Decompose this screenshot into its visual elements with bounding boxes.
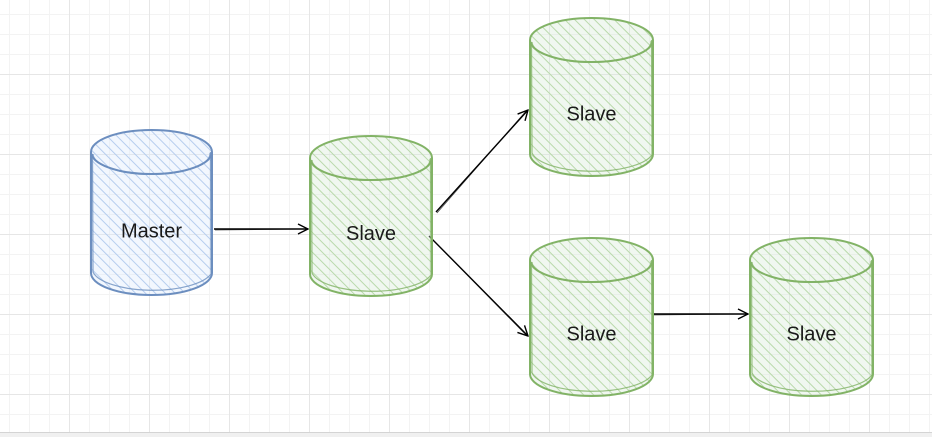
node-slave3-lid-sketch — [531, 260, 652, 284]
node-slave2-label: Slave — [566, 104, 616, 126]
node-slave3-outline-sketch — [530, 259, 653, 392]
node-slave4-outline — [749, 237, 874, 397]
node-slave2[interactable]: Slave — [529, 17, 654, 177]
node-master[interactable]: Master — [90, 129, 213, 296]
node-slave4-label: Slave — [786, 324, 836, 346]
node-slave1-outline-sketch — [310, 157, 432, 292]
node-slave2-outline-sketch — [530, 39, 653, 172]
node-slave3-label: Slave — [566, 324, 616, 346]
node-slave1[interactable]: Slave — [309, 135, 433, 297]
node-slave3[interactable]: Slave — [529, 237, 654, 397]
node-slave1-label: Slave — [346, 223, 396, 245]
node-master-hatch — [91, 130, 212, 295]
node-master-outline — [90, 129, 213, 296]
node-master-lid-sketch — [92, 152, 211, 176]
node-slave1-lid-sketch — [311, 158, 431, 182]
node-slave1-outline — [309, 135, 433, 297]
node-slave4-outline-sketch — [750, 259, 873, 392]
edge-slave1-to-slave2-sketch — [436, 109, 528, 214]
node-slave2-lid-sketch — [531, 40, 652, 64]
node-master-label: Master — [121, 220, 182, 242]
node-slave4-lid-sketch — [751, 260, 872, 284]
node-slave4[interactable]: Slave — [749, 237, 874, 397]
edge-slave1-to-slave3-sketch — [429, 236, 528, 337]
canvas-bottom-border — [0, 432, 932, 437]
node-slave3-outline — [529, 237, 654, 397]
node-slave3-hatch — [530, 238, 653, 396]
edge-master-to-slave1-sketch — [214, 228, 308, 231]
node-slave1-hatch — [310, 136, 432, 296]
node-slave2-outline — [529, 17, 654, 177]
node-slave2-hatch — [530, 18, 653, 177]
edges-layer — [214, 110, 748, 336]
node-slave4-hatch — [750, 238, 873, 396]
node-master-outline-sketch — [91, 151, 212, 291]
edge-slave3-to-slave4-sketch — [652, 313, 748, 316]
